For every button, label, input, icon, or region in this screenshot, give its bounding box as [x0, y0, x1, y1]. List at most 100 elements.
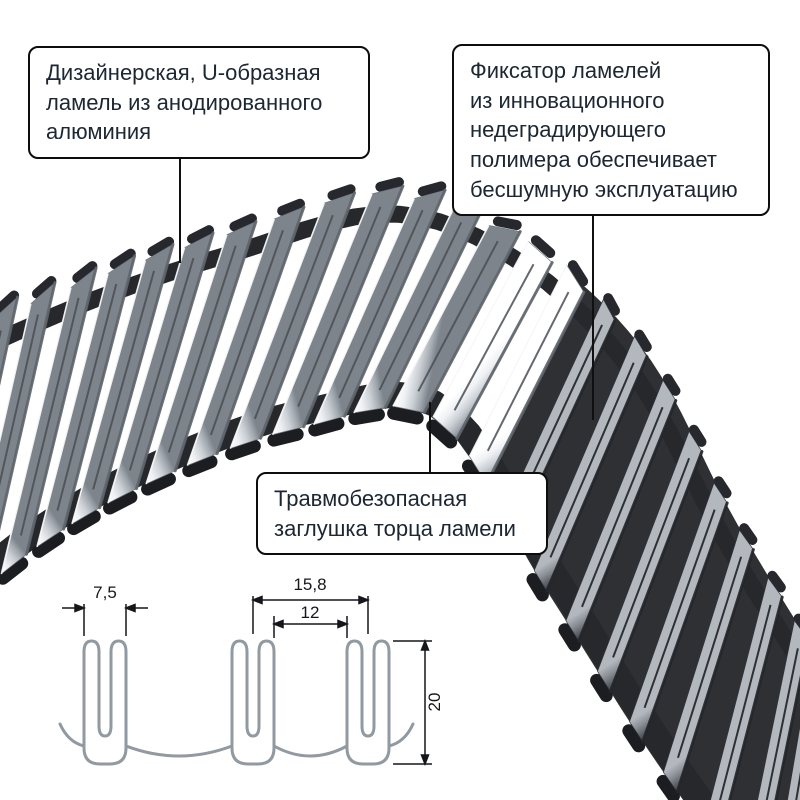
lamella-edge-shade: [383, 204, 486, 410]
lamella-end-cap: [622, 724, 646, 753]
profile-channel-3: [345, 639, 391, 766]
lamella-edge-shade: [0, 295, 20, 387]
lamella-edge-shade: [608, 450, 704, 694]
lamella-end-cap: [656, 774, 680, 800]
dimension-lines: [62, 595, 432, 767]
lamella-groove: [643, 509, 716, 709]
lamella-end-cap: [567, 260, 589, 287]
lamella-groove: [417, 240, 499, 392]
dim-arrow: [250, 595, 263, 605]
lamella-edge-shade: [0, 281, 57, 531]
lamella-end-cap: [688, 424, 707, 447]
profile-channel-2: [230, 639, 276, 766]
dim-label-lamella-width: 7,5: [93, 583, 117, 602]
dim-arrow: [420, 638, 430, 651]
lamella-end-cap: [387, 406, 424, 425]
lamella-end-cap: [109, 248, 136, 270]
profile-channel-1: [82, 639, 128, 766]
dim-15-8-lines: [252, 596, 369, 634]
lamella-groove: [209, 229, 284, 436]
lamella-groove: [612, 457, 691, 658]
lamella-groove: [128, 257, 195, 471]
lamella-end-cap: [426, 419, 458, 449]
lamella-edge-shade: [62, 254, 137, 531]
lamella-edge-shade: [134, 231, 215, 491]
lamella-end-cap: [186, 225, 215, 244]
lamella-end-cap: [375, 177, 404, 192]
lamella-end-cap: [603, 293, 621, 316]
lamella-end-cap: [662, 373, 681, 396]
lamella-end-cap: [713, 476, 732, 499]
leader-line-lamella: [179, 153, 181, 263]
lamella-edge-highlight: [71, 260, 147, 525]
lamella-end-cap: [417, 181, 447, 197]
dim-arrow: [337, 619, 350, 629]
lamella-end-cap: [634, 329, 652, 352]
lamella-edge-shade: [641, 501, 729, 744]
dim-arrow: [123, 603, 136, 613]
dim-arrow: [420, 754, 430, 767]
lamella-edge-highlight: [229, 202, 325, 449]
callout-fixator: Фиксатор ламелей из инновационного недег…: [452, 44, 770, 217]
lamella-edge-highlight: [0, 303, 32, 443]
lamella-end-cap: [530, 235, 556, 259]
dim-arrow: [271, 619, 284, 629]
lamella-groove: [19, 297, 80, 536]
lamella-groove: [297, 206, 382, 408]
leader-line-fixator: [592, 216, 594, 420]
lamella-end-cap: [558, 623, 581, 652]
profile-base: [58, 722, 415, 758]
lamella-edge-shade: [577, 399, 678, 643]
lamella-edge-shade: [343, 188, 447, 418]
lamella-edge-shade: [98, 242, 175, 510]
lamella-groove: [719, 604, 772, 800]
lamella-groove: [549, 362, 635, 558]
callout-endcap: Травмобезопасная заглушка торца ламели: [256, 472, 548, 556]
lamella-end-cap: [141, 472, 176, 496]
lamella-end-cap: [492, 216, 522, 231]
lamella-end-cap: [590, 673, 613, 703]
lamella-groove: [253, 214, 334, 420]
lamella-edge-highlight: [468, 264, 568, 457]
lamella-end-cap: [277, 198, 305, 216]
lamella-edge-highlight: [271, 193, 373, 435]
lamella-end-cap: [147, 236, 175, 257]
lamella-end-cap: [308, 417, 345, 437]
lamella-end-cap: [103, 490, 138, 515]
lamella-profiles: [58, 639, 415, 766]
lamella-edge-shade: [302, 184, 405, 429]
lamella-groove: [453, 263, 535, 411]
lamella-edge-shade: [25, 266, 98, 556]
lamella-edge-shade: [485, 290, 586, 485]
lamella-end-cap: [739, 523, 758, 545]
lamella-end-cap: [225, 439, 261, 461]
dim-label-height: 20: [425, 693, 444, 712]
lamella-edge-shade: [422, 230, 522, 415]
lamella-edge-highlight: [432, 240, 529, 418]
lamella-groove: [0, 314, 39, 487]
lamella-groove: [56, 283, 118, 511]
lamella-end-cap: [348, 408, 385, 426]
lamella-edge-shade: [173, 220, 258, 473]
lamella-edge-shade: [545, 355, 649, 593]
lamella-groove: [795, 771, 800, 800]
lamella-end-cap: [267, 427, 304, 447]
lamella-groove: [378, 222, 463, 391]
dim-12-lines: [273, 616, 348, 638]
lamella-edge-highlight: [107, 247, 186, 504]
leader-line-endcap: [429, 402, 431, 472]
lamella-edge-highlight: [145, 234, 228, 485]
lamella-edge-shade: [455, 261, 554, 440]
dim-arrow: [74, 603, 87, 613]
lamella-end-cap: [767, 570, 786, 593]
lamella-end-cap: [72, 261, 98, 283]
lamella-end-cap: [0, 557, 29, 585]
dimension-labels: 7,5 15,8 12 20: [93, 575, 444, 711]
dim-7-5-lines: [62, 604, 148, 636]
lamella-end-cap: [182, 455, 218, 478]
lamella-edge-highlight: [36, 273, 109, 548]
lamella-edge-highlight: [0, 287, 72, 575]
lamella-groove: [338, 209, 424, 399]
dimension-drawing: 7,5 15,8 12 20: [58, 575, 444, 767]
